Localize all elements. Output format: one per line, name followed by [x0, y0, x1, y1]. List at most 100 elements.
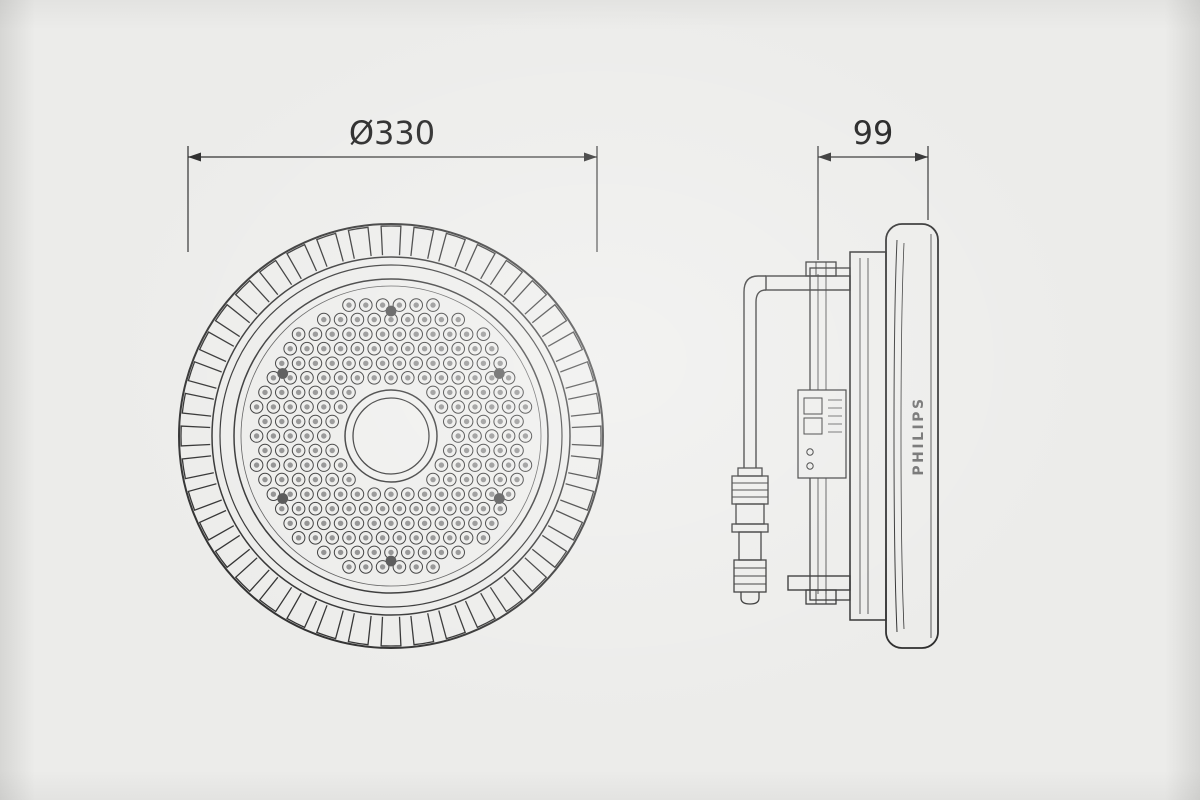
led-chip	[363, 360, 369, 366]
heatsink-fin	[198, 331, 235, 363]
led-lens	[342, 385, 356, 400]
led-lens	[459, 472, 474, 487]
led-lens	[443, 385, 457, 400]
led-lens	[501, 400, 516, 414]
led-chip	[253, 433, 260, 439]
led-lens	[367, 487, 382, 502]
heatsink-fin	[438, 232, 467, 267]
led-chip	[497, 476, 503, 483]
led-chip	[405, 520, 411, 526]
led-lens	[308, 501, 323, 516]
led-lens	[392, 356, 407, 371]
led-chip	[354, 346, 361, 352]
led-lens	[300, 371, 314, 385]
led-lens	[409, 501, 424, 516]
front-view-luminaire	[178, 223, 604, 649]
connector-ring	[731, 523, 769, 533]
led-lens	[451, 487, 466, 502]
arrowhead-right	[915, 152, 928, 162]
led-chip	[463, 418, 470, 425]
led-lens	[443, 414, 457, 429]
led-chip	[480, 476, 487, 483]
heatsink-fin	[380, 225, 402, 256]
led-lens	[459, 385, 474, 400]
led-lens	[300, 400, 314, 414]
led-lens	[308, 414, 323, 429]
arrowhead-right	[584, 152, 597, 162]
led-lens	[359, 356, 373, 371]
led-chip	[472, 491, 478, 497]
led-lens	[375, 327, 390, 342]
led-lens	[426, 531, 440, 545]
led-chip	[304, 375, 310, 381]
top-bracket-bar	[765, 275, 851, 291]
led-lens	[249, 400, 264, 414]
led-lens	[291, 501, 306, 516]
terminal-block-2	[803, 417, 823, 435]
led-lens	[375, 560, 390, 574]
led-chip	[321, 404, 327, 410]
led-chip	[312, 360, 319, 366]
led-chip	[321, 375, 327, 381]
led-lens	[342, 472, 356, 487]
heatsink-fin	[315, 232, 344, 267]
led-chip	[413, 331, 419, 337]
led-chip	[346, 564, 352, 570]
led-lens	[459, 356, 474, 371]
led-lens	[291, 327, 306, 342]
heatsink-fin	[286, 243, 318, 280]
bottom-bolt-head	[805, 589, 837, 605]
led-lens	[518, 429, 533, 443]
led-lens	[468, 400, 482, 414]
led-chip	[455, 316, 461, 323]
led-chip	[337, 491, 344, 497]
led-chip	[447, 418, 453, 425]
led-lens	[317, 487, 331, 502]
led-chip	[480, 331, 487, 337]
led-lens	[367, 371, 382, 385]
led-lens	[451, 545, 466, 560]
led-lens	[384, 487, 398, 502]
led-lens	[417, 516, 432, 531]
led-lens	[476, 327, 491, 342]
led-lens	[317, 545, 331, 560]
led-lens	[510, 385, 524, 400]
led-lens	[384, 341, 398, 356]
led-lens	[258, 472, 272, 487]
led-chip	[253, 404, 260, 410]
led-chip	[396, 506, 403, 512]
led-lens	[308, 443, 323, 458]
led-chip	[472, 520, 478, 526]
led-lens	[443, 531, 457, 545]
led-lens	[333, 458, 348, 472]
led-chip	[287, 404, 293, 410]
led-chip	[388, 316, 394, 323]
led-chip	[321, 549, 327, 556]
led-chip	[413, 564, 419, 570]
led-lens	[350, 545, 365, 560]
led-lens	[350, 312, 365, 327]
led-chip	[514, 476, 520, 483]
led-lens	[426, 560, 440, 574]
led-lens	[291, 356, 306, 371]
led-chip	[346, 389, 352, 396]
led-chip	[455, 346, 461, 352]
heatsink-fin	[258, 576, 293, 613]
lens-rim-inner	[233, 278, 549, 594]
led-chip	[421, 375, 428, 381]
led-chip	[363, 331, 369, 337]
led-chip	[295, 535, 302, 541]
led-chip	[295, 360, 302, 366]
led-lens	[258, 443, 272, 458]
connector-collar	[737, 467, 763, 477]
led-lens	[417, 487, 432, 502]
led-chip	[463, 535, 470, 541]
led-lens	[342, 501, 356, 516]
led-chip	[421, 491, 428, 497]
led-lens	[518, 400, 533, 414]
heatsink-fin	[560, 360, 595, 389]
led-chip	[497, 447, 503, 454]
led-lens	[434, 458, 449, 472]
led-lens	[266, 429, 281, 443]
